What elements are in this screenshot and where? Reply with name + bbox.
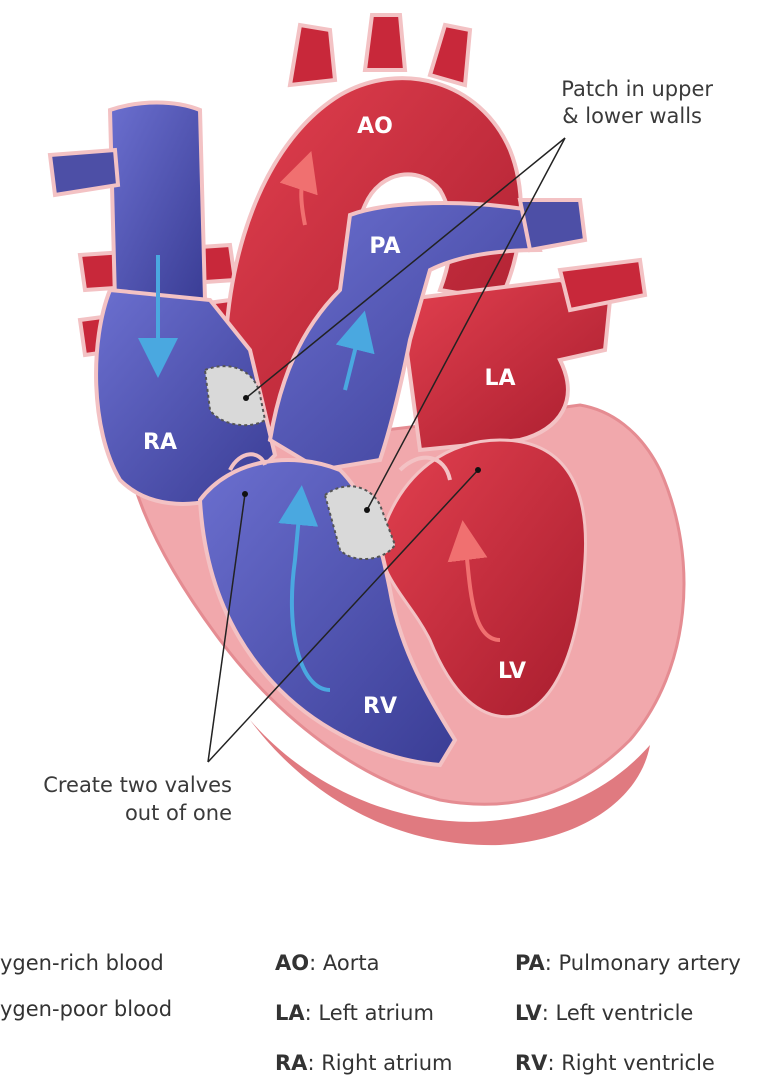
legend-text-pa: : Pulmonary artery bbox=[545, 951, 741, 975]
label-ra: RA bbox=[143, 430, 177, 455]
legend-item-pa: PA: Pulmonary artery bbox=[515, 951, 741, 975]
label-la: LA bbox=[484, 366, 515, 391]
callout-valves-line2: out of one bbox=[125, 801, 232, 825]
legend-item-ra: RA: Right atrium bbox=[275, 1051, 453, 1075]
vein-branch-left bbox=[50, 150, 118, 195]
callout-patch-line1: Patch in upper bbox=[561, 77, 713, 101]
leader-dot-valve-left bbox=[242, 491, 248, 497]
legend-text-ra: : Right atrium bbox=[307, 1051, 452, 1075]
callout-patch-line2: & lower walls bbox=[562, 104, 702, 128]
callout-valves-line1: Create two valves bbox=[43, 773, 232, 797]
aortic-branch-1 bbox=[290, 25, 335, 85]
label-ao: AO bbox=[357, 114, 393, 139]
label-lv: LV bbox=[498, 659, 526, 684]
label-rv: RV bbox=[363, 694, 397, 719]
legend-oxygen-poor: ygen-poor blood bbox=[0, 997, 172, 1021]
legend: ygen-rich blood ygen-poor blood AO: Aort… bbox=[0, 945, 779, 1079]
leader-dot-valve-right bbox=[475, 467, 481, 473]
legend-item-lv: LV: Left ventricle bbox=[515, 1001, 693, 1025]
label-pa: PA bbox=[369, 234, 400, 259]
legend-abbr-la: LA bbox=[275, 1001, 305, 1025]
legend-item-ao: AO: Aorta bbox=[275, 951, 379, 975]
pulmonary-vein-right bbox=[560, 260, 645, 310]
legend-text-lv: : Left ventricle bbox=[542, 1001, 694, 1025]
legend-text-ao: : Aorta bbox=[309, 951, 379, 975]
leader-dot-lower bbox=[364, 507, 370, 513]
pulmonary-artery-branch bbox=[520, 200, 585, 250]
legend-abbr-ra: RA bbox=[275, 1051, 307, 1075]
legend-abbr-pa: PA bbox=[515, 951, 545, 975]
aortic-branch-2 bbox=[365, 15, 405, 70]
legend-text-rv: : Right ventricle bbox=[547, 1051, 714, 1075]
legend-item-la: LA: Left atrium bbox=[275, 1001, 434, 1025]
leader-dot-upper bbox=[243, 395, 249, 401]
legend-text-la: : Left atrium bbox=[305, 1001, 434, 1025]
legend-oxygen-rich: ygen-rich blood bbox=[0, 951, 164, 975]
legend-abbr-lv: LV bbox=[515, 1001, 542, 1025]
aortic-branch-3 bbox=[430, 25, 470, 85]
legend-abbr-ao: AO bbox=[275, 951, 309, 975]
legend-item-rv: RV: Right ventricle bbox=[515, 1051, 715, 1075]
legend-abbr-rv: RV bbox=[515, 1051, 547, 1075]
